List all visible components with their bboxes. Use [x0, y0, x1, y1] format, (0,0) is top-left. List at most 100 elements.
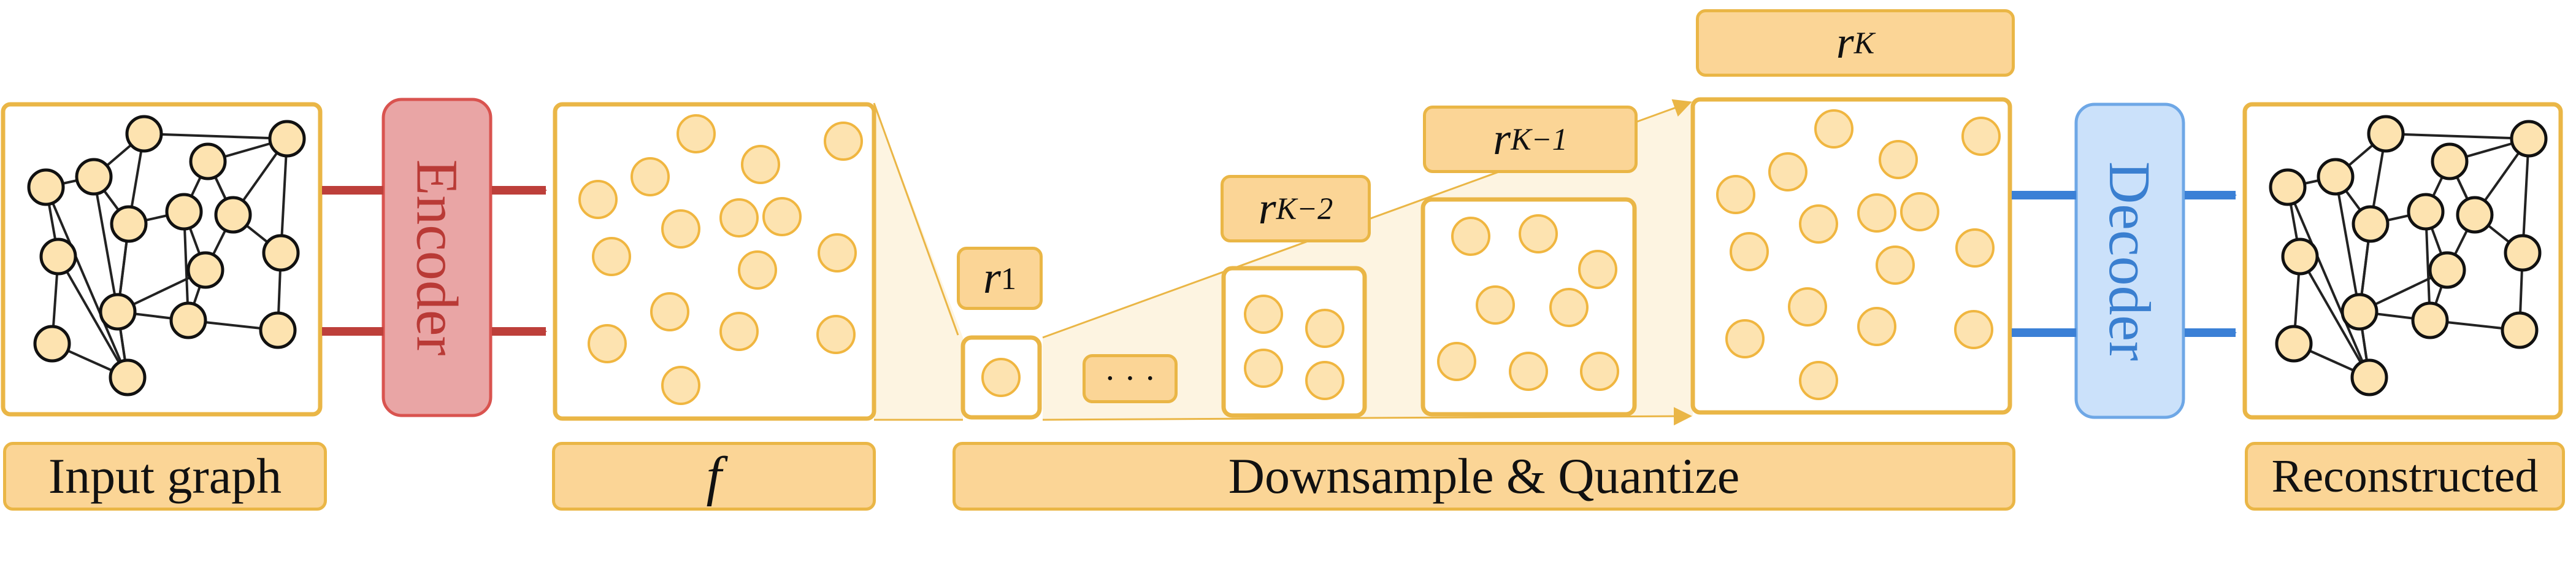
reconstructed-node-10: [2504, 234, 2542, 272]
input-node-13: [169, 301, 207, 339]
label-dots: · · ·: [1083, 354, 1178, 403]
f-points: [578, 114, 863, 405]
projection-wedge-f: [874, 103, 963, 420]
rK-1-point-7: [1580, 352, 1619, 391]
rK-1-point-3: [1476, 285, 1515, 325]
reconstructed-node-12: [2275, 325, 2313, 363]
rK-point-2: [1768, 152, 1807, 191]
input-node-8: [39, 238, 77, 276]
reconstructed-node-2: [2269, 168, 2307, 206]
f-point-1: [824, 122, 863, 161]
decoder-label: Decoder: [2097, 161, 2163, 361]
f-point-10: [738, 250, 777, 290]
rK-2-points: [1244, 295, 1344, 400]
input-node-4: [189, 142, 227, 180]
rK-point-6: [1900, 192, 1939, 231]
reconstructed-node-5: [2407, 193, 2445, 231]
projection-edge-rK-lower: [1042, 407, 1692, 426]
rK-2-point-3: [1305, 361, 1344, 400]
rK-point-3: [1879, 140, 1918, 179]
input-node-10: [262, 234, 300, 272]
rK-point-0: [1814, 109, 1853, 149]
reconstructed-node-1: [2510, 120, 2548, 158]
reconstructed-node-14: [2501, 311, 2539, 349]
encoder-label: Encoder: [404, 159, 470, 356]
f-point-5: [719, 198, 759, 238]
rK-2-point-1: [1305, 309, 1344, 348]
reconstructed-node-4: [2431, 142, 2469, 180]
input-node-5: [165, 193, 203, 231]
rK-point-4: [1716, 175, 1755, 214]
projection-edge-upper: [873, 102, 959, 336]
reconstructed-graph: [2269, 115, 2548, 396]
rK-point-7: [1799, 204, 1838, 244]
label-downsample-quantize: Downsample & Quantize: [953, 442, 2015, 511]
input-graph: [27, 115, 306, 396]
input-node-3: [75, 158, 113, 196]
rK-points: [1716, 109, 2001, 400]
rK-point-8: [1955, 228, 1995, 268]
reconstructed-node-8: [2281, 238, 2319, 276]
input-edge-11: [280, 138, 288, 253]
reconstructed-node-11: [2340, 293, 2379, 331]
rK-point-9: [1730, 232, 1769, 271]
rK-point-5: [1857, 193, 1896, 233]
f-point-4: [578, 180, 618, 219]
f-point-0: [677, 114, 716, 153]
rK-point-13: [1857, 307, 1896, 346]
input-node-7: [110, 205, 148, 243]
rK-point-11: [1788, 287, 1827, 327]
reconstructed-node-0: [2367, 115, 2405, 153]
reconstructed-node-7: [2352, 205, 2390, 243]
input-node-1: [268, 120, 306, 158]
input-node-6: [214, 196, 252, 234]
rK-point-10: [1876, 245, 1915, 285]
input-node-9: [186, 251, 224, 289]
encoder-block: [381, 98, 493, 417]
rK-point-1: [1961, 117, 2001, 156]
input-node-15: [109, 358, 147, 396]
input-edge-25: [57, 256, 129, 378]
f-point-12: [588, 324, 627, 363]
input-node-2: [27, 168, 65, 206]
reconstructed-edge-24: [2287, 187, 2371, 378]
label-f: f: [552, 442, 876, 511]
rK-1-point-1: [1519, 214, 1558, 253]
reconstructed-edge-27: [2334, 176, 2361, 312]
r1-points: [981, 358, 1021, 397]
reconstructed-node-3: [2317, 158, 2355, 196]
decoder-block: [2074, 102, 2185, 419]
input-node-12: [33, 325, 71, 363]
f-point-7: [661, 209, 700, 249]
reconstructed-edge-25: [2299, 256, 2371, 378]
rK-1-point-4: [1549, 288, 1589, 327]
rK-point-14: [1954, 310, 1993, 349]
reconstructed-edge-11: [2521, 138, 2530, 253]
f-point-3: [741, 145, 780, 184]
reconstructed-node-13: [2411, 301, 2449, 339]
input-node-11: [99, 293, 137, 331]
rK-1-point-0: [1451, 217, 1490, 256]
rK-1-points: [1437, 214, 1619, 391]
label-input-graph: Input graph: [3, 442, 327, 511]
input-edge-27: [93, 176, 119, 312]
input-edge-24: [45, 187, 129, 378]
reconstructed-node-6: [2456, 196, 2494, 234]
input-node-14: [259, 311, 297, 349]
f-point-14: [816, 315, 856, 354]
f-point-8: [818, 233, 857, 272]
label-reconstructed: Reconstructed: [2245, 442, 2565, 511]
input-edge-0: [144, 133, 288, 140]
rK-2-point-0: [1244, 295, 1283, 334]
f-point-13: [719, 312, 759, 351]
rK-1-point-5: [1437, 342, 1476, 381]
reconstructed-node-15: [2350, 358, 2388, 396]
f-point-9: [592, 237, 631, 276]
rK-point-15: [1799, 361, 1838, 400]
